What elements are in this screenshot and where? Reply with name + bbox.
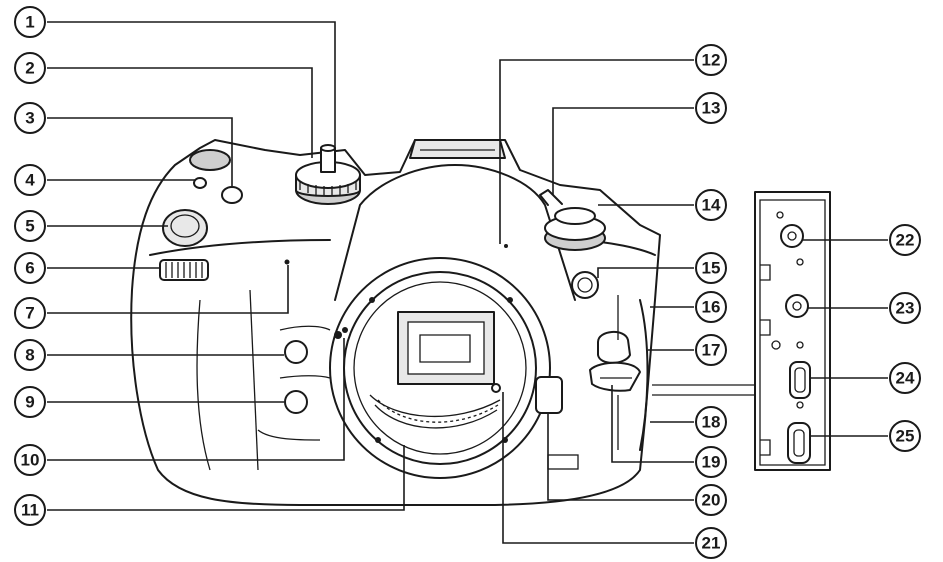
callout-label: 2	[25, 59, 34, 78]
callout-label: 1	[25, 13, 34, 32]
callout-2: 2	[14, 52, 46, 84]
callout-11: 11	[14, 494, 46, 526]
callout-12: 12	[695, 44, 727, 76]
front-dial	[159, 259, 209, 281]
callout-label: 17	[702, 341, 721, 360]
callout-10: 10	[14, 444, 46, 476]
callout-label: 24	[896, 369, 915, 388]
callout-7: 7	[14, 297, 46, 329]
top-button	[221, 186, 243, 204]
callout-21: 21	[695, 527, 727, 559]
callout-label: 21	[702, 534, 721, 553]
leader-lines	[47, 21, 888, 544]
callout-label: 7	[25, 304, 34, 323]
lens-release-button	[535, 376, 563, 414]
lens-lock-pin	[491, 383, 501, 393]
callout-6: 6	[14, 252, 46, 284]
callout-label: 20	[702, 491, 721, 510]
callout-label: 3	[25, 109, 34, 128]
callout-8: 8	[14, 339, 46, 371]
callout-20: 20	[695, 484, 727, 516]
headphone-jack	[785, 294, 809, 318]
callout-1: 1	[14, 6, 46, 38]
hot-shoe	[409, 139, 506, 159]
callout-5: 5	[14, 210, 46, 242]
callout-label: 10	[21, 451, 40, 470]
callout-19: 19	[695, 446, 727, 478]
callout-4: 4	[14, 164, 46, 196]
callout-label: 19	[702, 453, 721, 472]
fn-button-lower	[284, 390, 308, 414]
connector-panel	[754, 191, 831, 471]
callout-9: 9	[14, 386, 46, 418]
callout-label: 11	[21, 501, 39, 520]
callout-label: 25	[896, 427, 915, 446]
right-front-button	[571, 271, 599, 299]
fn-button-upper	[284, 340, 308, 364]
prism-housing	[334, 164, 576, 301]
callout-label: 18	[702, 413, 721, 432]
rear-dial	[189, 149, 231, 171]
callout-3: 3	[14, 102, 46, 134]
callout-label: 14	[702, 196, 721, 215]
callout-label: 16	[702, 298, 721, 317]
callout-label: 6	[25, 259, 34, 278]
callout-label: 5	[25, 217, 34, 236]
callout-22: 22	[889, 224, 921, 256]
usb-port-lower	[787, 422, 811, 464]
callout-24: 24	[889, 362, 921, 394]
camera-body	[130, 139, 661, 506]
mic-jack	[780, 224, 804, 248]
callout-label: 15	[702, 259, 721, 278]
callout-18: 18	[695, 406, 727, 438]
callout-label: 9	[25, 393, 34, 412]
callout-label: 22	[896, 231, 915, 250]
callout-16: 16	[695, 291, 727, 323]
callout-label: 23	[896, 299, 915, 318]
callout-15: 15	[695, 252, 727, 284]
mode-dial	[295, 144, 361, 205]
callout-label: 13	[702, 99, 721, 118]
top-button-small	[193, 177, 207, 189]
callout-25: 25	[889, 420, 921, 452]
callout-13: 13	[695, 92, 727, 124]
callout-17: 17	[695, 334, 727, 366]
callout-label: 8	[25, 346, 34, 365]
callout-label: 12	[702, 51, 721, 70]
af-lamp	[284, 259, 290, 265]
callout-23: 23	[889, 292, 921, 324]
mount-index-mark	[334, 331, 342, 339]
callout-14: 14	[695, 189, 727, 221]
lens-mount	[329, 257, 551, 479]
callout-label: 4	[25, 171, 35, 190]
strap-eyelet	[589, 331, 641, 392]
microphone	[504, 244, 508, 248]
lever-dial	[539, 189, 606, 251]
